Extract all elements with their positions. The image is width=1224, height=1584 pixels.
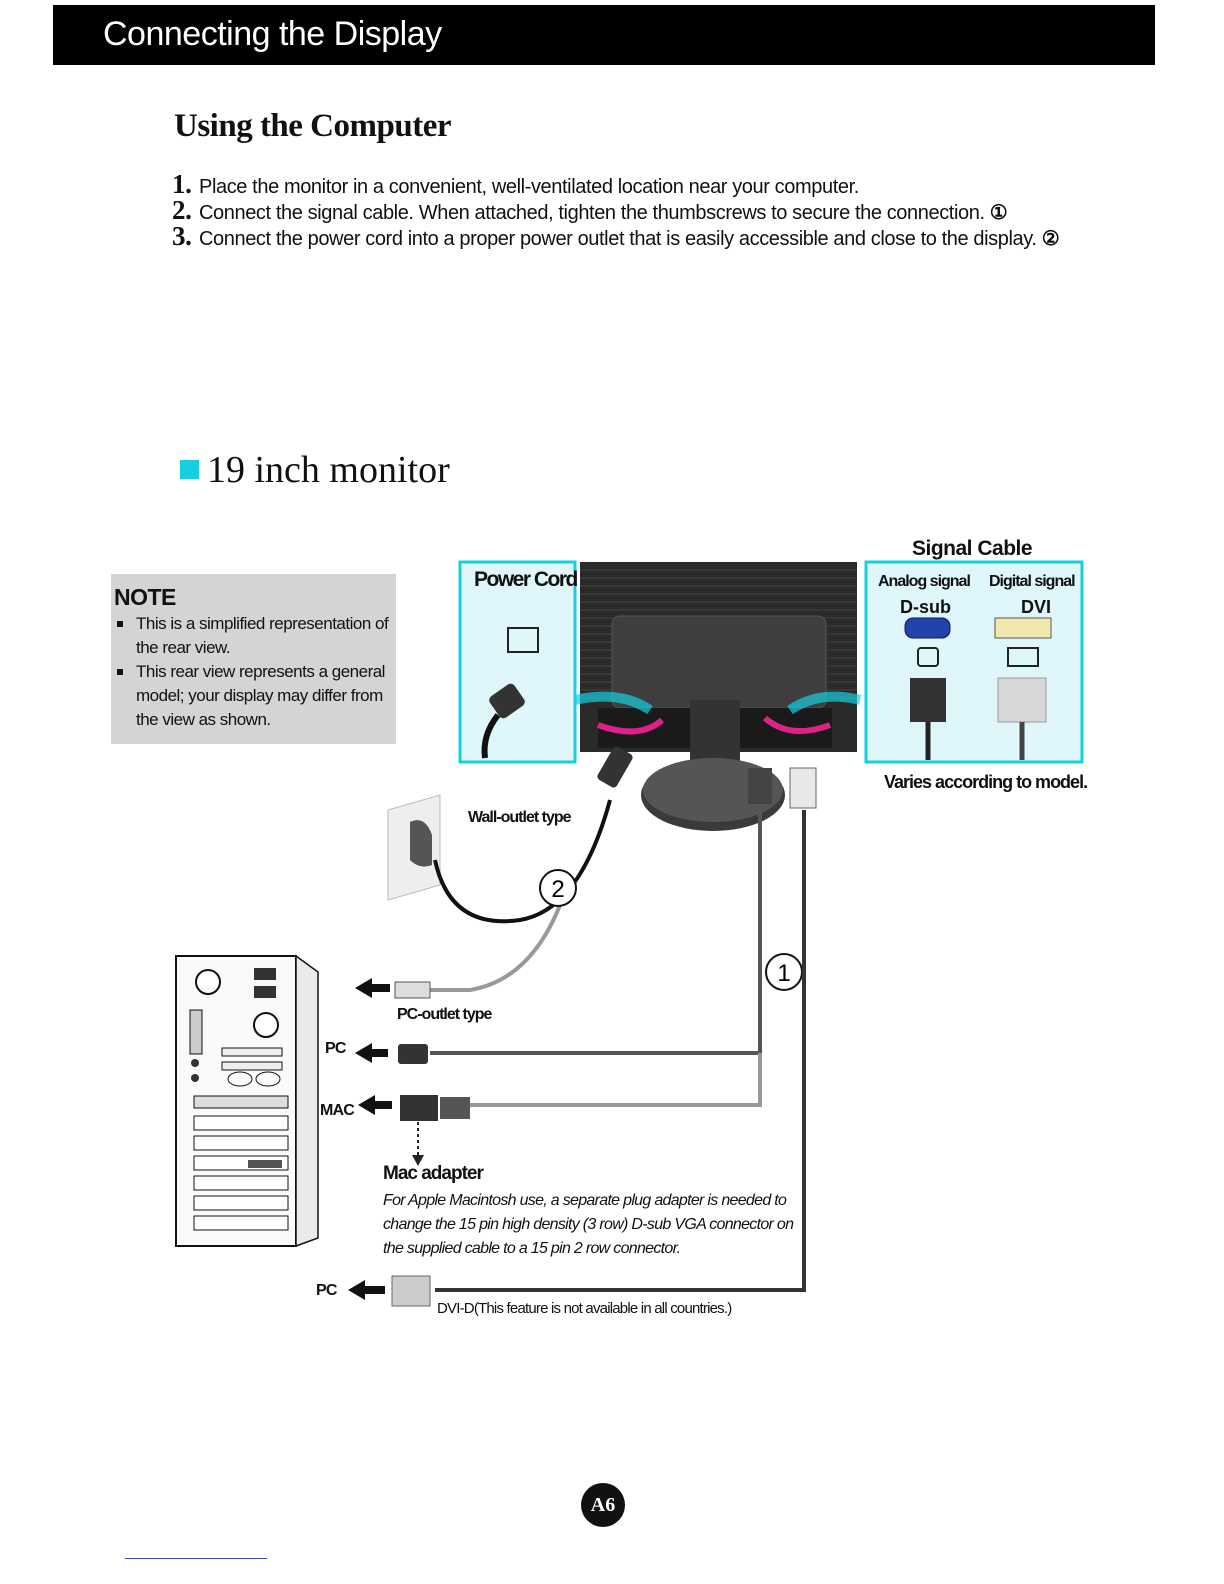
- wall-outlet-icon: [387, 794, 441, 901]
- mac-adapter-icon: [400, 1095, 438, 1121]
- wall-outlet-label: Wall-outlet type: [468, 809, 572, 826]
- subhead: 19 inch monitor: [180, 448, 450, 492]
- step-1: 1. Place the monitor in a convenient, we…: [172, 169, 1072, 200]
- step-text: Place the monitor in a convenient, well-…: [199, 176, 859, 198]
- pc-dvi-plug-icon: [391, 1275, 431, 1307]
- pc-dsub-plug-icon: [398, 1044, 428, 1064]
- dvi-d-label: DVI-D(This feature is not available in a…: [437, 1300, 732, 1317]
- monitor-power-plug-icon: [597, 746, 633, 788]
- note-item: This rear view represents a general mode…: [114, 660, 394, 732]
- arrow-left-icon: [355, 1043, 388, 1063]
- step-text: Connect the power cord into a proper pow…: [199, 228, 1037, 250]
- dsub-cable-icon: [910, 678, 946, 760]
- callout-2-circle-icon: [539, 869, 577, 907]
- step-2: 2. Connect the signal cable. When attach…: [172, 195, 1072, 226]
- pc-label: PC: [325, 1040, 346, 1057]
- pc-outlet-label: PC-outlet type: [397, 1006, 492, 1023]
- note-list: This is a simplified representation of t…: [114, 612, 394, 732]
- dsub-port-icon: [904, 617, 951, 639]
- power-cable-wall: [433, 799, 612, 924]
- bottom-rule: [125, 1558, 267, 1559]
- dvi-cable-pc: [435, 810, 806, 1292]
- page-title: Connecting the Display: [103, 15, 442, 53]
- note-text: This rear view represents a general mode…: [136, 662, 385, 729]
- mac-adapter-title: Mac adapter: [383, 1163, 484, 1184]
- power-plug-icon: [481, 683, 525, 759]
- dsub-label: D-sub: [900, 597, 951, 617]
- arrow-left-icon: [355, 978, 390, 998]
- monitor-dsub-plug-icon: [748, 768, 772, 804]
- pc-power-plug-icon: [394, 981, 431, 999]
- dvi-symbol-icon: [1007, 647, 1039, 667]
- note-box: NOTE This is a simplified representation…: [111, 574, 396, 744]
- callout-1-icon: ①: [989, 202, 1008, 224]
- digital-signal-label: Digital signal: [989, 573, 1076, 590]
- bullet-icon: [117, 669, 123, 675]
- step-3: 3. Connect the power cord into a proper …: [172, 221, 1072, 252]
- step-number: 1.: [172, 169, 192, 199]
- note-title: NOTE: [114, 584, 176, 610]
- mac-adapter-description: For Apple Macintosh use, a separate plug…: [383, 1192, 794, 1257]
- arrow-left-icon: [358, 1095, 392, 1115]
- monitor-dvi-plug-icon: [789, 767, 817, 809]
- dvi-label: DVI: [1021, 597, 1052, 617]
- arrow-left-icon: [348, 1280, 385, 1300]
- signal-cable-panel: [864, 560, 1084, 764]
- power-cord-label: Power Cord: [474, 568, 578, 591]
- header-bar: Connecting the Display: [53, 5, 1155, 65]
- mac-label: MAC: [320, 1102, 355, 1119]
- dvi-cable-icon: [997, 677, 1047, 760]
- step-number: 3.: [172, 221, 192, 251]
- page-number-badge: A6: [581, 1483, 625, 1527]
- power-cord-panel: [458, 560, 577, 764]
- callout-2-icon: ②: [1041, 228, 1060, 250]
- note-item: This is a simplified representation of t…: [114, 612, 394, 660]
- pc-tower-icon: [175, 954, 319, 1248]
- step-text: Connect the signal cable. When attached,…: [199, 202, 985, 224]
- callout-2-label: 2: [551, 876, 564, 903]
- pc-dvi-label: PC: [316, 1282, 337, 1299]
- step-number: 2.: [172, 195, 192, 225]
- power-socket-icon: [507, 627, 539, 653]
- power-cable-pc: [420, 904, 562, 992]
- bullet-icon: [117, 621, 123, 627]
- subhead-text: 19 inch monitor: [207, 449, 450, 491]
- monitor-rear-icon: [573, 562, 862, 831]
- signal-cable-label: Signal Cable: [912, 537, 1033, 560]
- section-title: Using the Computer: [174, 108, 452, 144]
- square-bullet-icon: [180, 460, 199, 479]
- dsub-cable-mac: [470, 1053, 762, 1107]
- note-text: This is a simplified representation of t…: [136, 614, 389, 657]
- steps-list: 1. Place the monitor in a convenient, we…: [172, 169, 1072, 252]
- mac-plug-icon: [440, 1097, 470, 1119]
- dvi-port-icon: [994, 617, 1052, 639]
- dsub-symbol-icon: [917, 647, 939, 667]
- varies-label: Varies according to model.: [884, 772, 1088, 792]
- pointer-arrow-icon: [412, 1155, 424, 1166]
- callout-1-label: 1: [777, 960, 790, 987]
- analog-signal-label: Analog signal: [878, 573, 971, 590]
